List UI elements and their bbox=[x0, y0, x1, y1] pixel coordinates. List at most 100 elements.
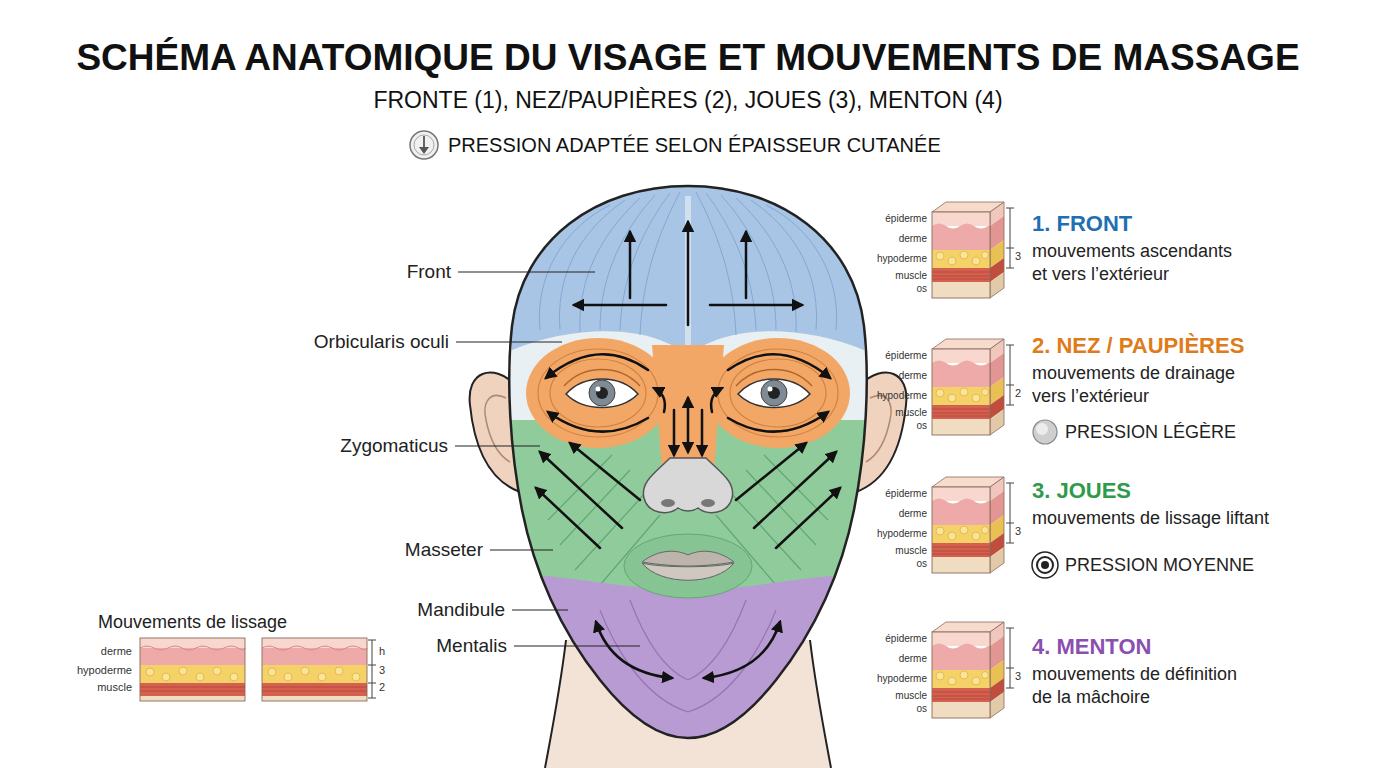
massage-arrows bbox=[540, 452, 622, 528]
pressure-icon bbox=[414, 135, 434, 155]
massage-arrows bbox=[754, 452, 836, 528]
skin-layer-label: os bbox=[916, 558, 927, 571]
skin-layer-label: derme bbox=[899, 653, 927, 666]
section-heading: 3. JOUES bbox=[1032, 477, 1131, 505]
skin-layer-label: épiderme bbox=[885, 633, 927, 646]
orbicularis-fibers bbox=[718, 349, 838, 437]
eye bbox=[566, 379, 638, 408]
massage-arrows bbox=[728, 412, 828, 432]
skin-layer-label: muscle bbox=[97, 681, 132, 695]
nose bbox=[661, 499, 675, 507]
thickness-number: 3 bbox=[1015, 525, 1021, 539]
skin-layer-label: hypoderme bbox=[877, 390, 927, 403]
eye bbox=[761, 380, 787, 406]
skin-layer-label: derme bbox=[899, 233, 927, 246]
eye bbox=[768, 387, 780, 399]
skin-block bbox=[932, 339, 1014, 435]
skin-layer-label: muscle bbox=[895, 690, 927, 703]
massage-arrows bbox=[728, 354, 830, 378]
eye bbox=[596, 387, 608, 399]
eye bbox=[589, 380, 615, 406]
section-description: mouvements de drainage vers l’extérieur bbox=[1032, 362, 1254, 407]
light-pressure-icon bbox=[1033, 420, 1057, 444]
lips bbox=[642, 563, 734, 580]
massage-arrows bbox=[536, 222, 840, 678]
skin-layer-label: derme bbox=[899, 370, 927, 383]
pressure-level: PRESSION LÉGÈRE bbox=[1065, 421, 1236, 444]
title: SCHÉMA ANATOMIQUE DU VISAGE ET MOUVEMENT… bbox=[76, 35, 1299, 81]
section-description: mouvements de définition de la mâchoire bbox=[1032, 663, 1250, 708]
section-description: mouvements ascendants et vers l’extérieu… bbox=[1032, 240, 1242, 285]
orbicularis-region bbox=[526, 338, 670, 448]
eye bbox=[768, 387, 773, 392]
skin-layer-label: derme bbox=[101, 645, 132, 659]
massage-arrows bbox=[654, 388, 665, 412]
massage-arrows bbox=[673, 410, 676, 455]
leader-lines bbox=[456, 341, 562, 342]
medium-pressure-icon bbox=[1032, 552, 1058, 578]
part-label: Zygomaticus bbox=[340, 434, 448, 458]
leader-lines bbox=[455, 445, 540, 446]
massage-arrows bbox=[546, 354, 648, 378]
thickness-number: 3 bbox=[1015, 670, 1021, 684]
section-heading: 1. FRONT bbox=[1032, 210, 1132, 238]
thickness-number: 3 bbox=[379, 664, 385, 678]
skin-layer-label: hypoderme bbox=[877, 253, 927, 266]
skin-block bbox=[932, 622, 1014, 718]
skin-layer-label: os bbox=[916, 420, 927, 433]
massage-arrows bbox=[776, 488, 840, 548]
pressure-level: PRESSION MOYENNE bbox=[1065, 554, 1254, 577]
nose bbox=[643, 458, 732, 513]
massage-arrows bbox=[701, 410, 704, 455]
skin-layer-label: os bbox=[916, 283, 927, 296]
pressure-note: PRESSION ADAPTÉE SELON ÉPAISSEUR CUTANÉE bbox=[448, 133, 941, 158]
ear bbox=[485, 395, 510, 462]
massage-arrows bbox=[536, 488, 600, 548]
part-label: Mandibule bbox=[417, 598, 505, 622]
chin-fibers bbox=[600, 600, 776, 712]
leader-lines bbox=[490, 549, 553, 550]
skin-block bbox=[932, 477, 1014, 573]
orbicularis-fibers bbox=[538, 349, 658, 437]
pressure-icon bbox=[410, 131, 438, 159]
orbicularis-region bbox=[706, 338, 850, 448]
massage-arrows bbox=[687, 222, 690, 325]
massage-arrows bbox=[596, 622, 672, 678]
nose-bridge-region bbox=[652, 345, 724, 470]
massage-arrows bbox=[629, 232, 632, 298]
medium-pressure-icon bbox=[1041, 561, 1049, 569]
ear bbox=[866, 395, 891, 462]
subtitle: FRONTE (1), NEZ/PAUPIÈRES (2), JOUES (3)… bbox=[373, 86, 1002, 115]
leader-lines bbox=[512, 609, 568, 610]
pressure-icon bbox=[410, 131, 438, 159]
skin-slab bbox=[262, 638, 367, 701]
lips bbox=[642, 551, 734, 566]
frontalis-region bbox=[512, 186, 864, 352]
section-heading: 2. NEZ / PAUPIÈRES bbox=[1032, 332, 1244, 360]
nose bbox=[643, 458, 732, 513]
skin-layer-label: hypoderme bbox=[77, 664, 132, 678]
thickness-number: 2 bbox=[379, 681, 385, 695]
section-heading: 4. MENTON bbox=[1032, 633, 1151, 661]
eye bbox=[596, 387, 601, 392]
cheek-fibers bbox=[548, 455, 828, 585]
leader-lines bbox=[455, 272, 640, 646]
skin-layer-label: derme bbox=[899, 508, 927, 521]
eye bbox=[738, 379, 810, 408]
section-description: mouvements de lissage liftant bbox=[1032, 507, 1269, 530]
massage-arrows bbox=[687, 398, 690, 452]
skin-layer-label: hypoderme bbox=[877, 673, 927, 686]
part-label: Orbicularis oculi bbox=[314, 330, 449, 354]
skin-slab bbox=[140, 638, 245, 701]
massage-arrows bbox=[711, 388, 722, 412]
massage-arrows bbox=[704, 622, 780, 678]
nose bbox=[701, 499, 715, 507]
skin-layer-label: muscle bbox=[895, 407, 927, 420]
thickness-number: 3 bbox=[1015, 250, 1021, 264]
inset-title: Mouvements de lissage bbox=[98, 611, 287, 634]
leader-lines bbox=[458, 271, 595, 272]
skin-layer-label: hypoderme bbox=[877, 528, 927, 541]
massage-arrows bbox=[745, 232, 748, 298]
orbicularis-fibers bbox=[730, 359, 826, 427]
